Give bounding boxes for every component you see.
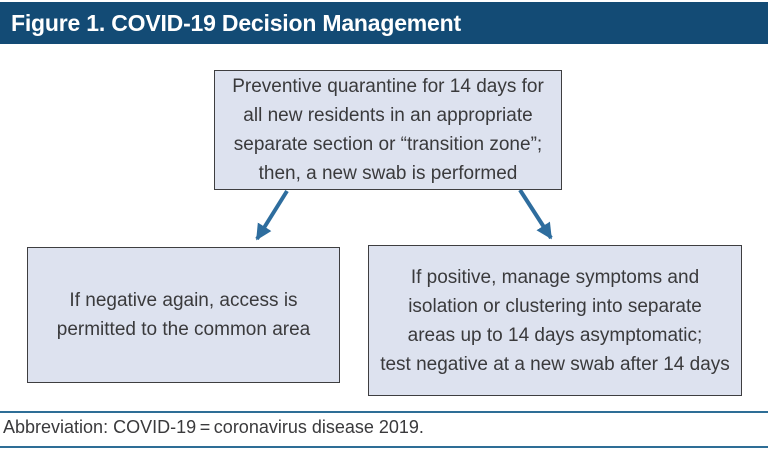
footnote-divider-bottom [0, 446, 768, 448]
flow-box-positive-outcome: If positive, manage symptoms and isolati… [368, 245, 742, 396]
footnote-divider-top [0, 411, 768, 413]
abbreviation-footnote: Abbreviation: COVID-19 = coronavirus dis… [3, 417, 424, 437]
flow-box-negative-outcome-text: If negative again, access is permitted t… [56, 290, 311, 340]
figure-title: Figure 1. COVID-19 Decision Management [11, 9, 461, 36]
flow-box-quarantine: Preventive quarantine for 14 days for al… [214, 70, 562, 190]
flow-box-negative-outcome: If negative again, access is permitted t… [27, 247, 340, 383]
arrow-top-to-right-icon [518, 188, 553, 240]
flow-box-positive-outcome-text: If positive, manage symptoms and isolati… [380, 266, 730, 375]
flow-box-quarantine-text: Preventive quarantine for 14 days for al… [232, 76, 544, 184]
figure-header-bar: Figure 1. COVID-19 Decision Management [0, 2, 768, 44]
arrow-top-to-left-icon [255, 189, 289, 241]
